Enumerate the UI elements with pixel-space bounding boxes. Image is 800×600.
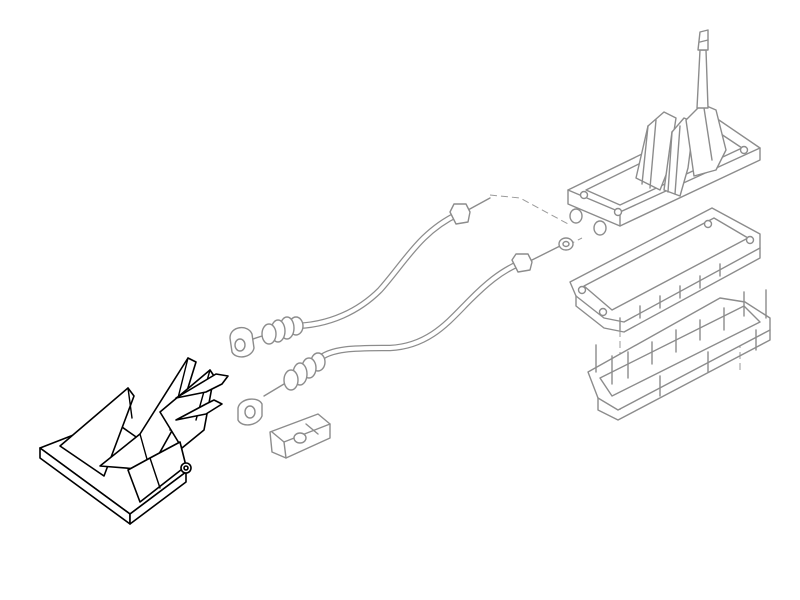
shift-cable [237, 237, 574, 426]
gear-lever-housing [567, 29, 761, 236]
selector-cable [229, 197, 491, 358]
cable-retaining-clip [269, 413, 331, 459]
housing-gasket [569, 207, 761, 333]
base-seal-frame [587, 289, 771, 421]
transmission-abutment-bracket [39, 357, 229, 525]
